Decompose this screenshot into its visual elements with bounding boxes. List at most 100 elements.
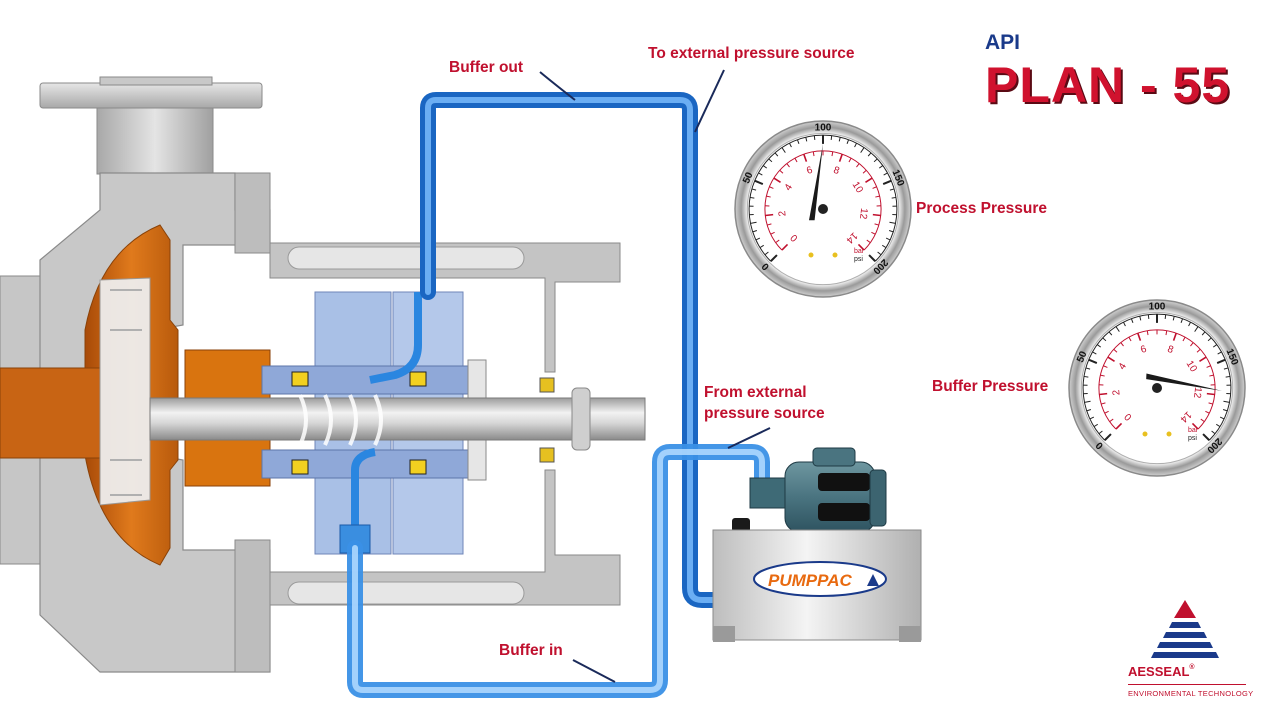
psi-tick <box>1180 318 1184 323</box>
bar-label: 4 <box>783 182 796 193</box>
psi-tick <box>750 221 757 224</box>
bar-tick <box>856 163 860 168</box>
psi-tick <box>764 251 769 256</box>
process-pressure-label: Process Pressure <box>916 200 1047 217</box>
psi-tick <box>1188 321 1192 327</box>
bar-tick <box>871 231 876 235</box>
bar-tick <box>866 239 871 244</box>
psi-tick <box>1089 416 1095 420</box>
psi-tick <box>1194 326 1199 332</box>
bar-tick <box>1182 336 1186 342</box>
bar-tick <box>875 195 880 198</box>
shaft <box>149 377 646 463</box>
needle-hub <box>1152 383 1162 393</box>
psi-tick <box>759 244 764 249</box>
psi-tick <box>885 237 891 241</box>
psi-tick <box>1201 331 1206 336</box>
psi-tick <box>873 158 878 163</box>
bar-arc <box>764 150 882 251</box>
aesseal-tagline: ENVIRONMENTAL TECHNOLOGY <box>1128 689 1254 698</box>
bar-tick <box>770 231 775 235</box>
bar-label: 8 <box>1166 344 1175 356</box>
psi-tick <box>749 196 755 199</box>
psi-tick <box>813 135 816 141</box>
psi-tick <box>755 237 761 241</box>
bar-label: 12 <box>857 207 869 220</box>
bar-tick <box>1137 332 1142 341</box>
bar-tick <box>1196 348 1201 353</box>
psi-tick <box>788 142 792 148</box>
psi-tick <box>751 188 757 191</box>
psi-tick <box>830 135 833 141</box>
psi-tick <box>770 254 778 262</box>
psi-tick <box>1211 430 1216 435</box>
psi-tick <box>882 244 887 249</box>
psi-arc <box>1082 313 1232 441</box>
psi-label: 50 <box>1075 349 1090 364</box>
pumppac-logo: PUMPPAC <box>768 571 852 590</box>
psi-tick <box>752 230 758 233</box>
unit-bar: bar <box>854 248 865 255</box>
bar-arc <box>1098 329 1216 430</box>
psi-tick <box>1147 314 1150 320</box>
needle-hub <box>818 204 828 214</box>
psi-tick <box>1139 316 1142 321</box>
psi-label: 100 <box>815 123 832 134</box>
bar-tick <box>1191 422 1199 430</box>
psi-tick <box>1216 423 1221 428</box>
bar-tick <box>1109 418 1114 423</box>
psi-tick <box>1088 358 1098 365</box>
bar-tick <box>766 195 771 198</box>
bar-tick <box>862 169 867 174</box>
bar-tick <box>865 177 873 183</box>
psi-tick <box>1092 351 1097 355</box>
psi-tick <box>796 139 800 144</box>
buffer-out-label: Buffer out <box>449 59 524 76</box>
bar-tick <box>831 151 834 157</box>
gauge-screw <box>1142 431 1148 437</box>
plan-title: PLAN - 55 <box>985 57 1231 113</box>
bar-tick <box>781 243 789 251</box>
gauge-needle <box>1146 373 1223 391</box>
unit-bar: bar <box>1188 427 1199 434</box>
to-external-label: To external pressure source <box>648 45 855 62</box>
psi-tick <box>805 137 808 142</box>
bar-label: 2 <box>777 210 789 217</box>
psi-tick <box>889 221 896 224</box>
bar-tick <box>857 243 865 251</box>
psi-tick <box>1083 375 1089 378</box>
psi-tick <box>868 254 876 262</box>
from-external-label-line2: pressure source <box>704 405 825 422</box>
psi-tick <box>1217 351 1222 355</box>
bar-tick <box>794 157 798 163</box>
psi-tick <box>1207 337 1212 342</box>
bar-label: 8 <box>832 165 841 177</box>
bar-tick <box>779 169 784 174</box>
psi-tick <box>878 165 884 169</box>
from-external-label-line1: From external <box>704 384 807 401</box>
psi-arc <box>748 134 898 262</box>
bar-tick <box>1206 392 1215 396</box>
psi-tick <box>1104 433 1112 441</box>
psi-tick <box>762 165 768 169</box>
psi-tick <box>1115 326 1120 332</box>
psi-tick <box>1102 337 1107 342</box>
bar-tick <box>872 186 877 189</box>
unit-psi: psi <box>1188 435 1197 442</box>
bar-label: 12 <box>1191 386 1203 399</box>
bar-tick <box>1101 402 1106 405</box>
unit-psi: psi <box>854 256 863 263</box>
bar-tick <box>1107 356 1115 362</box>
psi-tick <box>1219 416 1225 420</box>
psi-tick <box>1223 400 1230 403</box>
buffer-in-label: Buffer in <box>499 642 563 659</box>
bar-tick <box>1208 402 1213 405</box>
bar-tick <box>1205 410 1210 414</box>
psi-tick <box>754 179 764 186</box>
bar-label: 6 <box>805 165 814 177</box>
buffer-piping <box>347 92 770 698</box>
bar-tick <box>1172 332 1177 341</box>
bar-tick <box>1103 365 1108 368</box>
